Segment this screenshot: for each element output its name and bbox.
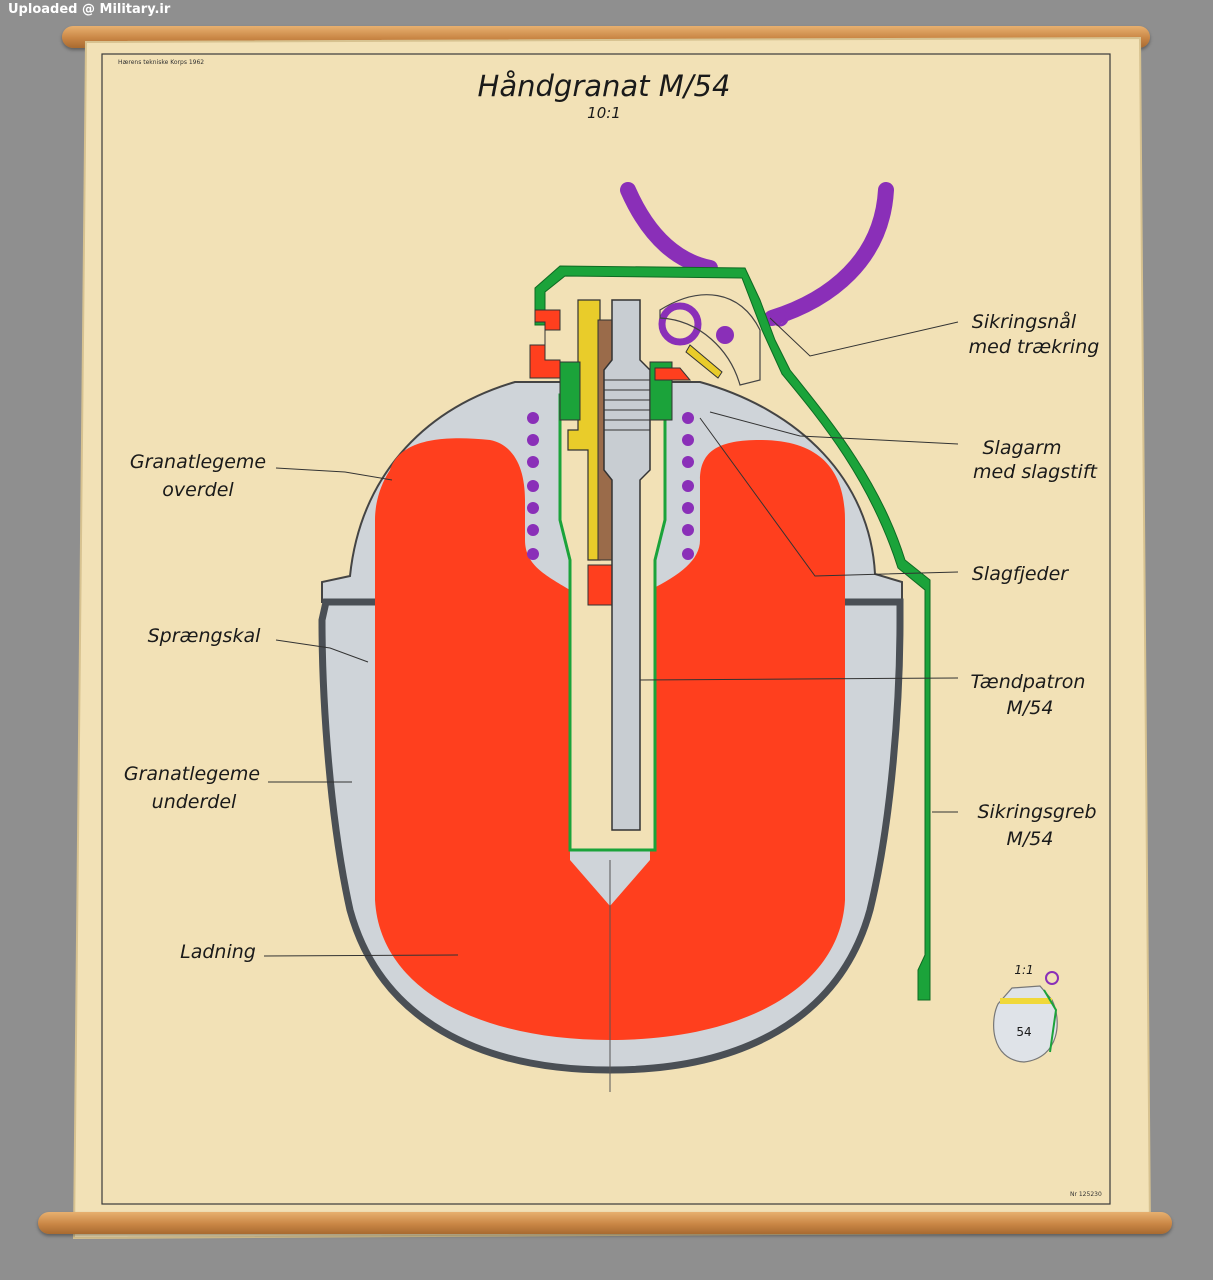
explosive-charge <box>375 438 845 1041</box>
label-safety-pin-line1: Sikringsnål <box>972 310 1077 333</box>
label-upper-body-line2: overdel <box>162 479 234 501</box>
label-safety-lever-line2: M/54 <box>1007 828 1054 850</box>
label-igniter-line2: M/54 <box>1007 697 1054 719</box>
pull-ring <box>620 182 894 346</box>
watermark-text: Uploaded @ Military.ir <box>8 2 171 17</box>
label-safety-pin-line2: med trækring <box>969 336 1100 358</box>
label-safety-lever-line1: Sikringsgreb <box>977 801 1096 823</box>
label-upper-body-line1: Granatlegeme <box>130 451 266 473</box>
striker-arm <box>659 294 761 386</box>
label-lower-body-line1: Granatlegeme <box>124 763 260 785</box>
publisher-text: Hærens tekniske Korps 1962 <box>118 59 204 66</box>
inset-scale: 1:1 <box>1014 963 1033 977</box>
label-striker-arm-line2: med slagstift <box>973 461 1098 483</box>
scale-text: 10:1 <box>587 104 621 122</box>
bottom-wooden-rod <box>38 1212 1172 1234</box>
igniter-cartridge <box>603 299 651 831</box>
catalog-number: Nr 125230 <box>1070 1191 1102 1198</box>
label-striker-arm-line1: Slagarm <box>982 437 1061 459</box>
inset-marking: 54 <box>1016 1025 1031 1039</box>
leader-lines <box>263 317 959 957</box>
poster-border <box>101 53 1111 1205</box>
label-charge: Ladning <box>180 941 256 963</box>
actual-size-inset: 1:1 54 <box>993 963 1059 1063</box>
poster-title: Håndgranat M/54 <box>478 69 731 103</box>
label-lower-body-line2: underdel <box>152 791 237 813</box>
striker-spring <box>527 412 694 560</box>
label-striker-spring: Slagfjeder <box>972 563 1069 585</box>
safety-lever <box>534 265 931 1001</box>
label-shrapnel-shell: Sprængskal <box>148 625 261 647</box>
cartridge-threads <box>604 379 650 431</box>
fuze-cap <box>529 309 561 379</box>
label-igniter-line1: Tændpatron <box>971 671 1086 693</box>
